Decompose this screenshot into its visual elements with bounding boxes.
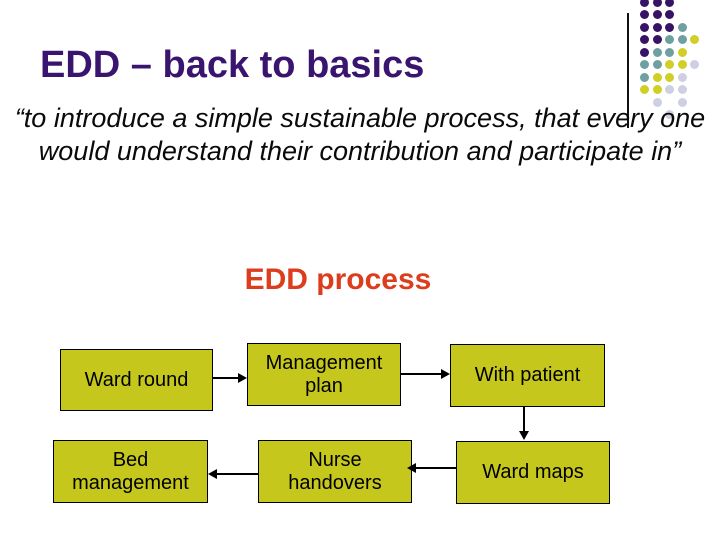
arrow-line xyxy=(212,377,239,379)
dot xyxy=(677,35,687,45)
flow-node-nurse-handovers: Nurse handovers xyxy=(258,440,412,503)
dot xyxy=(665,85,674,95)
dot-row xyxy=(640,84,703,97)
dot-row xyxy=(640,96,703,109)
dot xyxy=(652,97,662,107)
dot xyxy=(652,35,662,45)
flow-node-label: Nurse handovers xyxy=(288,448,382,494)
dot xyxy=(677,97,687,107)
dot-row xyxy=(640,71,703,84)
corner-dots-decoration xyxy=(640,0,703,121)
flow-node-label: With patient xyxy=(474,364,581,386)
slide-title: EDD – back to basics xyxy=(40,44,425,87)
vertical-accent-line xyxy=(627,13,629,128)
dot-row xyxy=(640,59,703,72)
dot-row xyxy=(640,109,703,122)
dot-row xyxy=(640,46,703,59)
arrowhead-right xyxy=(238,373,247,383)
quote-line-1: “to introduce a simple sustainable proce… xyxy=(14,103,706,133)
dot-row xyxy=(640,9,703,22)
dot xyxy=(640,60,649,70)
quote-text: “to introduce a simple sustainable proce… xyxy=(5,102,715,168)
dot-row xyxy=(640,34,703,47)
dot xyxy=(640,47,649,57)
dot xyxy=(652,60,662,70)
flow-node-label: Management plan xyxy=(265,351,383,397)
arrow-line xyxy=(523,407,525,432)
flow-node-ward-round: Ward round xyxy=(60,349,213,411)
quote-line-2: would understand their contribution and … xyxy=(38,136,682,166)
arrowhead-down xyxy=(519,431,529,440)
flow-node-ward-maps: Ward maps xyxy=(456,441,610,504)
section-heading: EDD process xyxy=(244,263,432,296)
flow-node-management-plan: Management plan xyxy=(247,343,401,406)
dot xyxy=(690,35,699,45)
dot xyxy=(665,47,674,57)
dot xyxy=(665,72,674,82)
arrowhead-left xyxy=(407,463,416,473)
arrow-line xyxy=(400,373,442,375)
dot xyxy=(665,22,674,32)
dot xyxy=(640,85,649,95)
dot xyxy=(652,72,662,82)
flow-node-label: Ward maps xyxy=(482,461,584,483)
dot xyxy=(665,110,674,120)
dot xyxy=(640,0,649,7)
flow-node-with-patient: With patient xyxy=(450,344,605,407)
dot-row xyxy=(640,0,703,9)
dot xyxy=(652,47,662,57)
dot xyxy=(652,0,662,7)
dot xyxy=(640,35,649,45)
dot xyxy=(652,22,662,32)
arrow-line xyxy=(216,473,258,475)
dot xyxy=(677,60,687,70)
dot-row xyxy=(640,21,703,34)
flow-node-label: Ward round xyxy=(84,368,189,391)
dot xyxy=(652,85,662,95)
dot xyxy=(665,35,674,45)
dot xyxy=(677,22,687,32)
arrowhead-right xyxy=(441,369,450,379)
dot xyxy=(640,72,649,82)
dot xyxy=(677,85,687,95)
flow-node-bed-management: Bed management xyxy=(53,440,208,503)
arrowhead-left xyxy=(208,469,217,479)
dot xyxy=(665,10,674,20)
dot xyxy=(690,60,699,70)
dot xyxy=(665,0,674,7)
arrow-line xyxy=(415,467,456,469)
flow-node-label: Bed management xyxy=(72,448,189,494)
dot xyxy=(640,22,649,32)
dot xyxy=(652,10,662,20)
dot xyxy=(677,47,687,57)
dot xyxy=(665,60,674,70)
dot xyxy=(640,10,649,20)
dot xyxy=(677,72,687,82)
